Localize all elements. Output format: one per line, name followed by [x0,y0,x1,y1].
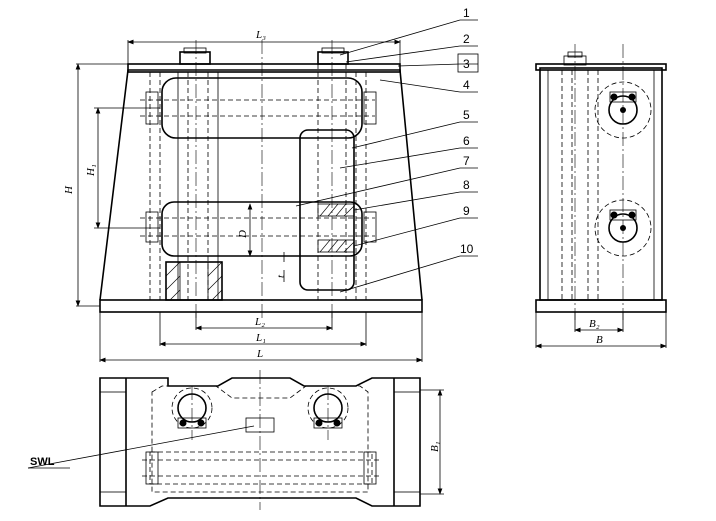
side-base [535,299,667,313]
frame-outline [99,69,423,301]
swl-label: SWL [30,456,55,468]
lower-wheel-outline [594,199,652,257]
part-number-8: 8 [463,178,470,192]
part-number-9: 9 [463,204,470,218]
part-number-4: 4 [463,78,470,92]
part-number-1: 1 [463,6,470,20]
dim-l1: L₁ [255,332,266,344]
left-pin-head [179,51,211,65]
dim-b1: B₁ [429,441,441,452]
dim-t: t [275,274,287,278]
left-vertical-roller [177,71,219,301]
bushing-upper [317,203,355,217]
part-number-10: 10 [460,242,474,256]
front-view: L₃ H H₁ D t L₂ L₁ L [63,6,479,363]
dim-h: H [63,185,75,195]
dim-l3: L₃ [255,29,266,41]
top-view: B₁ SWL [27,370,444,510]
part-number-labels: 1 2 3 4 5 6 7 8 9 10 [460,6,474,256]
dim-l2: L₂ [254,316,265,328]
side-view: B₂ B [535,44,667,349]
part-number-6: 6 [463,134,470,148]
side-body [539,67,663,301]
right-pin-head [317,51,349,65]
lower-wheel [608,213,638,243]
bushing-lower [317,239,355,253]
part-number-2: 2 [463,32,470,46]
part-number-3: 3 [463,57,470,71]
dim-l: L [256,348,263,360]
upper-wheel [608,95,638,125]
dim-b: B [596,334,603,346]
dim-b2: B₂ [589,318,600,330]
part-number-7: 7 [463,154,470,168]
top-lower-roller [149,451,373,485]
dim-d: D [237,230,249,239]
dim-h1: H₁ [85,164,97,177]
part-number-5: 5 [463,108,470,122]
upper-wheel-outline [594,81,652,139]
top-plate [127,63,401,73]
base-plate [99,299,423,313]
